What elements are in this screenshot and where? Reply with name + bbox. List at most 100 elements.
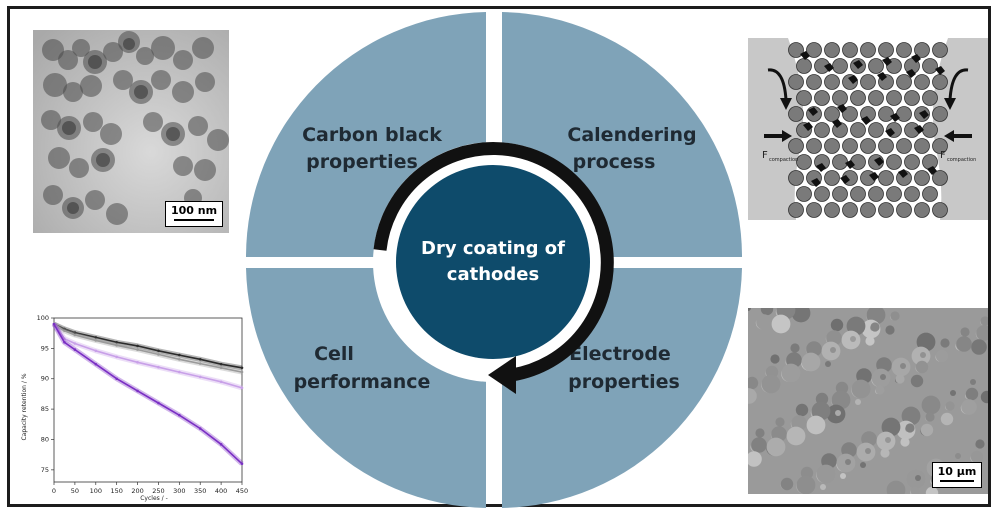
sem-grain [865,336,875,346]
sem-grain [880,374,886,380]
chart-y-tick-label: 80 [41,435,49,443]
sem-grain [820,484,826,490]
sem-grain [850,336,856,342]
sem-grain [970,450,984,464]
particle [914,74,930,90]
chart-y-axis-label: Capacity retention / % [21,373,28,440]
chart-series-group [51,321,244,466]
chart-data-point [198,358,202,361]
sem-grain [960,327,970,337]
sem-grain-texture [748,308,988,494]
particle [886,154,902,170]
chart-data-point [136,344,139,348]
chart-data-point [219,443,223,446]
particle [896,42,912,58]
sem-grain [816,464,836,484]
particle [932,138,948,154]
particle [922,186,938,202]
particle [878,202,894,218]
sem-grain [748,308,751,311]
particle [868,186,884,202]
sem-grain [756,314,772,330]
particle [806,74,822,90]
sem-grain [880,448,890,458]
sem-grain [905,423,915,433]
particle [932,202,948,218]
sem-grain [940,338,950,348]
chart-data-point [73,342,77,345]
chart-data-point [136,389,139,393]
carbon-binder-fleck [803,122,813,131]
quadrant-carbon-black-line2: properties [306,151,418,173]
particle [860,42,876,58]
carbon-binder-fleck [882,57,892,66]
particle [814,90,830,106]
particle [932,106,948,122]
carbon-binder-fleck [816,163,826,172]
particle [886,186,902,202]
chart-y-tick-label: 85 [41,405,49,413]
particle [868,122,884,138]
chart-y-tick-label: 90 [41,375,49,383]
particle [824,74,840,90]
sem-grain [955,453,961,459]
carbon-binder-fleck [898,169,908,178]
carbon-binder-fleck [800,51,810,60]
chart-x-tick-label: 450 [236,487,248,495]
particle [842,138,858,154]
particle [878,106,894,122]
quadrant-cell-performance-line1: Cell [314,343,354,365]
force-left-label: F [762,150,768,161]
sem-grain [925,486,939,494]
particle [868,58,884,74]
sem-grain [830,347,836,353]
sem-grain [885,437,891,443]
particle [914,42,930,58]
chart-data-point [178,413,181,417]
particle [832,58,848,74]
particle-compaction-schematic-icon: F compaction F compaction [748,38,988,220]
sem-grain [975,439,985,449]
particle [814,186,830,202]
carbon-binder-fleck [869,172,879,181]
particle [788,202,804,218]
sem-grain [976,325,988,341]
chart-y-tick-label: 75 [41,466,49,474]
sem-grain [970,379,976,385]
sem-grain [781,363,801,383]
carbon-binder-fleck [935,66,945,75]
sem-grain [920,423,934,437]
chart-x-tick-label: 350 [194,487,206,495]
carbon-binder-fleck [927,166,937,175]
sem-grain [748,388,757,404]
particle [868,90,884,106]
particle [914,202,930,218]
chart-data-point [94,349,98,353]
chart-data-point [178,358,181,361]
particle [904,186,920,202]
sem-scale-line [940,480,974,482]
tem-micrograph-icon [33,30,229,233]
chart-data-point [73,333,77,337]
quadrant-carbon-black-line1: Carbon black [302,124,442,146]
chart-data-point [240,462,244,466]
chart-x-tick-label: 50 [71,487,79,495]
particle [842,42,858,58]
sem-grain [865,448,871,454]
sem-grain [870,322,880,332]
carbon-binder-fleck [848,75,858,84]
chart-data-point [115,377,118,381]
sem-grain [761,374,781,394]
particle [904,90,920,106]
sem-grain [748,451,762,467]
particle [896,74,912,90]
particle [788,74,804,90]
particle [824,138,840,154]
sem-grain [851,379,871,399]
particle [850,186,866,202]
chart-data-point [240,370,244,374]
sem-grain [886,480,906,494]
carbon-binder-fleck [861,116,871,125]
